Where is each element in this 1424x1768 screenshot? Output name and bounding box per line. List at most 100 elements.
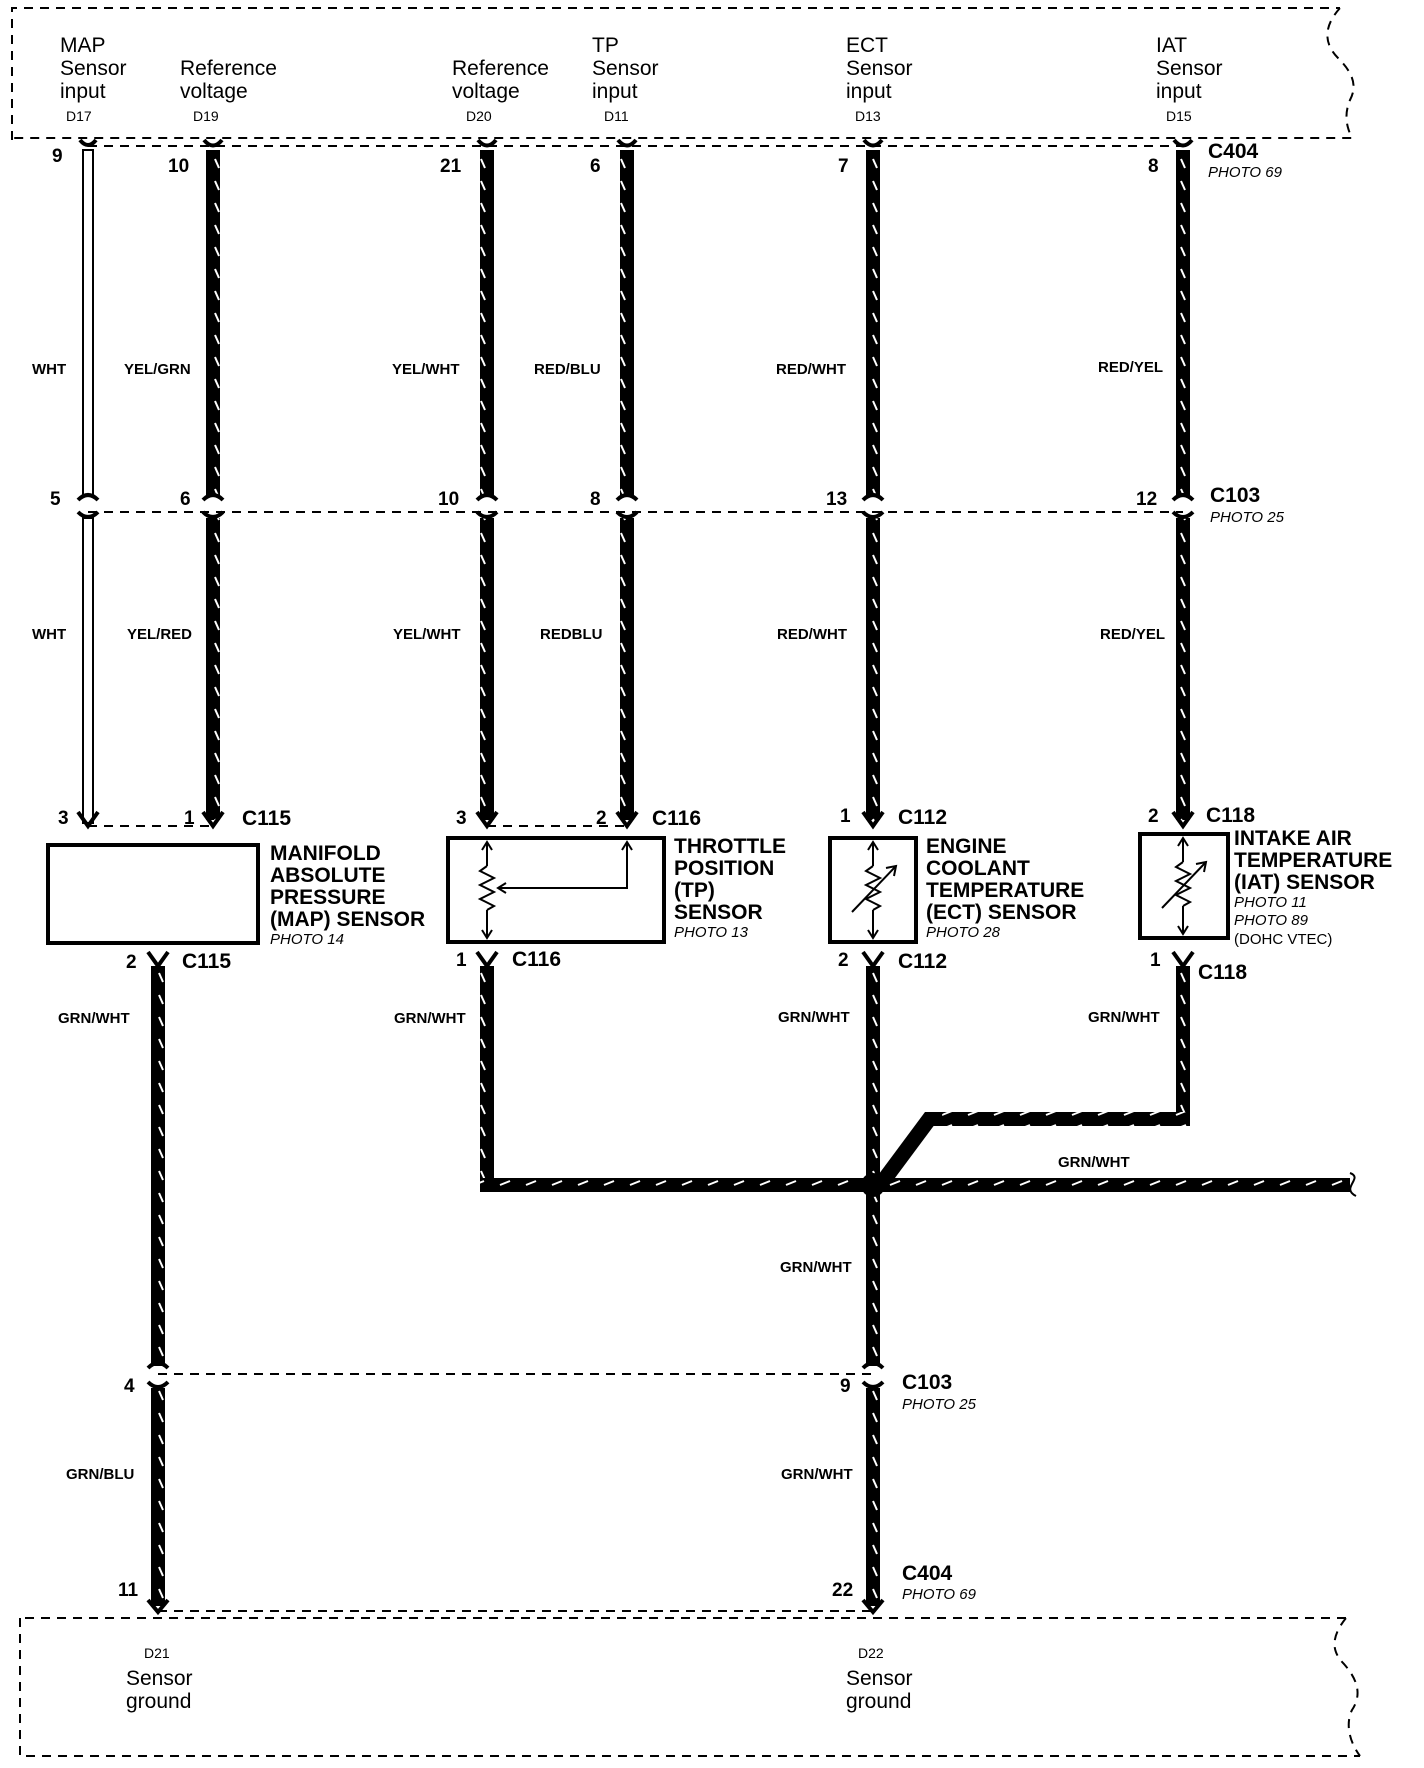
pin-number: 1 [1150,950,1161,971]
photo-ref: PHOTO 13 [674,924,749,941]
terminal-label: input [60,80,106,103]
terminal-label: voltage [452,80,520,103]
component-label: MANIFOLD [270,842,381,865]
c404-top-terminal-icon [202,138,224,148]
c116-terminal-icon [475,950,499,970]
c103-top-pins: 5 6 10 8 13 12 C103 PHOTO 25 [50,484,1285,526]
terminal-pin: D11 [604,108,629,124]
c103-terminal-icon [475,493,499,519]
wire-ect-upper [866,150,880,495]
connector-label: C404 [902,1562,953,1585]
pin-number: 22 [832,1580,853,1601]
component-label: (MAP) SENSOR [270,908,425,931]
terminal-label: Sensor [1156,57,1223,80]
pin-number: 11 [118,1580,139,1601]
connector-label: C112 [898,806,947,829]
pin-number: 2 [1148,806,1159,827]
wire-color-label: GRN/WHT [778,1009,850,1026]
photo-ref: PHOTO 14 [270,931,344,948]
c404-bottom-terminal-icon [861,1598,885,1616]
wire-color-label: RED/YEL [1098,359,1163,376]
terminal-label: Sensor [846,1667,913,1690]
map-sensor-body [46,843,260,945]
wire-color-label: GRN/BLU [66,1466,134,1483]
connector-label: C116 [652,807,701,830]
pin-number: 21 [440,156,462,177]
splice-point [861,1173,885,1197]
engine-variant-note: (DOHC VTEC) [1234,931,1332,948]
component-label: TEMPERATURE [926,879,1084,902]
c103-terminal-icon [1171,493,1195,519]
upper-wire-colors: WHT YEL/GRN YEL/WHT RED/BLU RED/WHT RED/… [32,359,1163,378]
wire-color-label: GRN/WHT [781,1466,853,1483]
connector-label: C116 [512,948,561,971]
wire-iat-ground [1176,966,1190,1118]
wire-iat-upper [1176,150,1190,495]
terminal-label: Reference [180,57,277,80]
pin-number: 2 [838,950,849,971]
terminal-symbols [76,138,1195,1616]
wire-color-label: GRN/WHT [1058,1154,1130,1171]
wire-map-ground [151,966,165,1366]
wire-color-label: YEL/WHT [392,361,460,378]
terminal-pin: D15 [1166,108,1192,124]
component-label: POSITION [674,857,774,880]
terminal-pin: D22 [858,1645,884,1661]
wire-tp-upper [620,150,634,495]
c404-bottom-terminal-icon [146,1598,170,1616]
pin-number: 3 [456,808,467,829]
c103-terminal-icon [615,493,639,519]
terminal-pin: D19 [193,108,219,124]
c115-terminal-icon [146,950,170,970]
pin-number: 6 [590,156,601,177]
tp-sensor: 3 2 C116 THROTTLE POSITION (TP) SENSOR P… [446,807,786,971]
wire-color-label: WHT [32,361,66,378]
wire-color-label: RED/BLU [534,361,601,378]
iat-sensor: 2 C118 INTAKE AIR TEMPERATURE (IAT) SENS… [1138,804,1392,984]
wire-color-label: GRN/WHT [780,1259,852,1276]
thermistor-icon [851,840,898,940]
terminal-iat: IAT Sensor input D15 [1156,34,1223,124]
terminal-label: input [592,80,638,103]
wire-splice-right [874,1178,1350,1192]
terminal-label: ground [846,1690,911,1713]
c103-terminal-icon [76,493,100,519]
wire-color-label: RED/YEL [1100,626,1165,643]
wire-ref1-middle [206,518,220,820]
wire-color-label: GRN/WHT [58,1010,130,1027]
wire-color-label: WHT [32,626,66,643]
component-label: PRESSURE [270,886,386,909]
connector-label: C118 [1206,804,1255,827]
ecm-bottom-box [19,1617,1361,1757]
terminal-pin: D13 [855,108,881,124]
c404-bottom-pins: 11 22 C404 PHOTO 69 [118,1562,977,1603]
c404-top-terminal-icon [1172,138,1194,148]
pin-number: 1 [456,950,467,971]
terminal-tp: TP Sensor input D11 [592,34,659,124]
c115-terminal-icon [201,810,225,830]
component-label: SENSOR [674,901,763,924]
c118-terminal-icon [1171,810,1195,830]
terminal-pin: D17 [66,108,92,124]
wire-color-label: YEL/GRN [124,361,191,378]
c116-terminal-icon [615,810,639,830]
wire-iat-horizontal [930,1112,1190,1126]
wire-color-label: GRN/WHT [394,1010,466,1027]
terminal-label: MAP [60,34,106,57]
middle-wires [82,517,1190,824]
pin-number: 1 [840,806,851,827]
wire-color-label: RED/WHT [776,361,846,378]
connector-label: C115 [182,950,231,973]
terminal-label: Sensor [592,57,659,80]
wire-continues-icon [1349,1172,1357,1197]
pin-number: 10 [438,489,459,510]
pin-number: 1 [184,808,195,829]
thermistor-icon [1161,836,1208,936]
upper-wires [82,149,1190,496]
c116-terminal-icon [475,810,499,830]
pin-number: 13 [826,489,847,510]
terminal-sensor-ground-1: D21 Sensor ground [126,1645,193,1713]
c404-top-pins: 9 10 21 6 7 8 C404 PHOTO 69 [52,140,1283,181]
photo-ref: PHOTO 11 [1234,894,1307,911]
